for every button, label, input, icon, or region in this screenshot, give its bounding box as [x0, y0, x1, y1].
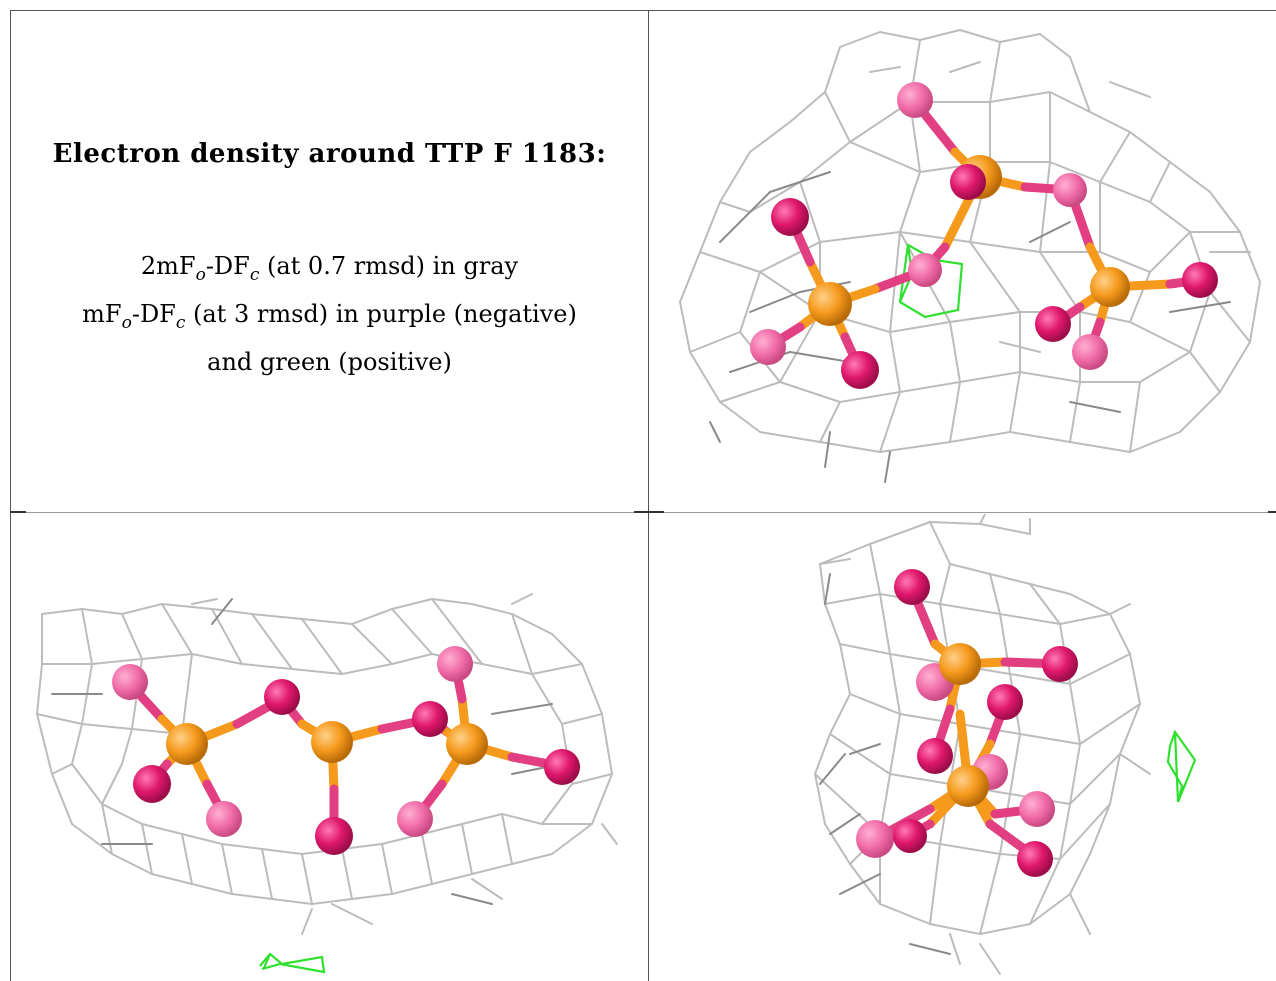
phosphorus-atom [947, 765, 989, 807]
oxygen-atom [544, 749, 580, 785]
oxygen-atom [750, 329, 786, 365]
phosphorus-atom [939, 643, 981, 685]
phosphorus-atom [446, 723, 488, 765]
phosphorus-atom [311, 721, 353, 763]
oxygen-atom [841, 351, 879, 389]
structure-view-bottom-left [36, 593, 618, 974]
oxygen-atom [206, 801, 242, 837]
triphosphate-model [856, 569, 1078, 877]
phosphorus-atom [1090, 267, 1130, 307]
legend-line-colors: and green (positive) [207, 347, 452, 376]
grid-tick-middle [634, 511, 664, 513]
oxygen-atom [1017, 841, 1053, 877]
grid-divider-vertical [648, 10, 649, 981]
caption-cell: Electron density around TTP F 1183: 2mFo… [11, 11, 648, 511]
triphosphate-model [112, 646, 580, 855]
oxygen-atom [917, 738, 953, 774]
oxygen-atom [397, 801, 433, 837]
oxygen-atom [264, 679, 300, 715]
triphosphate-model [750, 82, 1218, 389]
density-mesh-2fofc [679, 29, 1261, 483]
structure-view-bottom-right [814, 514, 1197, 975]
oxygen-atom [950, 164, 986, 200]
grid-tick-left [10, 511, 26, 513]
density-mesh-2fofc [36, 593, 618, 935]
figure-grid [10, 10, 1276, 981]
structure-view-top-right [679, 29, 1261, 483]
caption-title: Electron density around TTP F 1183: [52, 139, 607, 169]
oxygen-atom [908, 253, 942, 287]
density-mesh-2fofc [814, 514, 1151, 975]
view-top-right [650, 12, 1276, 510]
oxygen-atom [897, 82, 933, 118]
grid-tick-right [1268, 511, 1276, 513]
density-mesh-positive [1166, 729, 1197, 803]
oxygen-atom [1019, 791, 1055, 827]
oxygen-atom [771, 198, 809, 236]
oxygen-atom [437, 646, 473, 682]
oxygen-atom [1072, 334, 1108, 370]
oxygen-atom [1182, 262, 1218, 298]
oxygen-atom [315, 817, 353, 855]
oxygen-atom [133, 765, 171, 803]
oxygen-atom [894, 569, 930, 605]
legend-line-fofc: mFo-DFc (at 3 rmsd) in purple (negative) [82, 299, 577, 333]
oxygen-atom [987, 684, 1023, 720]
oxygen-atom [893, 819, 927, 853]
oxygen-atom [1042, 646, 1078, 682]
legend-line-2fofc: 2mFo-DFc (at 0.7 rmsd) in gray [140, 252, 519, 285]
view-bottom-left [12, 514, 646, 981]
oxygen-atom [112, 664, 148, 700]
phosphorus-atom [808, 282, 852, 326]
oxygen-atom [856, 820, 894, 858]
oxygen-atom [1035, 306, 1071, 342]
density-mesh-positive [259, 952, 326, 974]
oxygen-atom [1053, 173, 1087, 207]
phosphorus-atom [166, 723, 208, 765]
caption-legend: 2mFo-DFc (at 0.7 rmsd) in gray mFo-DFc (… [11, 247, 648, 382]
view-bottom-right [650, 514, 1274, 981]
oxygen-atom [412, 701, 448, 737]
